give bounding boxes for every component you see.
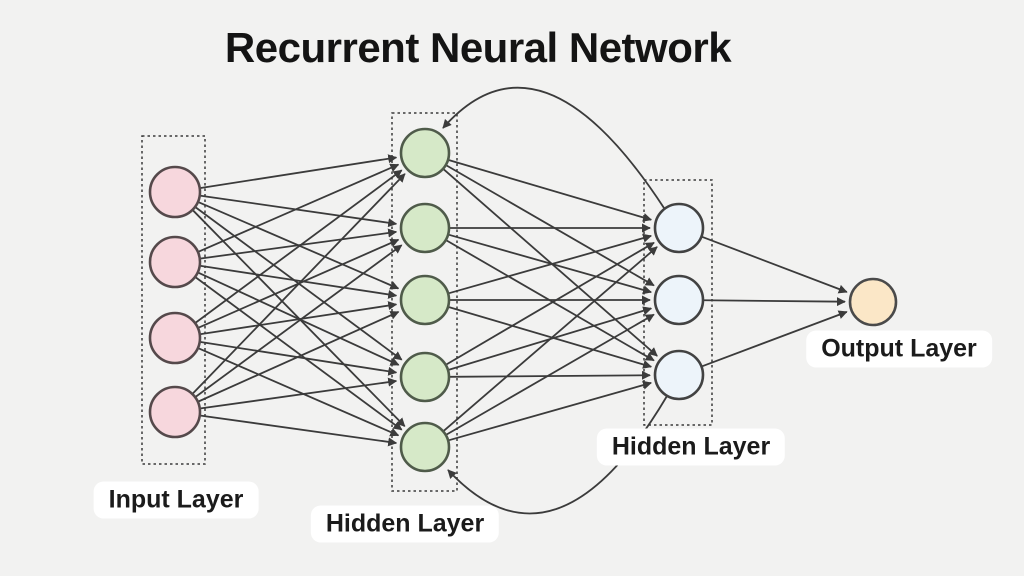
layer-box-hidden1: [391, 112, 458, 492]
connection-arrow: [702, 310, 848, 368]
node-hidden2-2: [653, 274, 705, 326]
node-hidden1-5: [399, 421, 451, 473]
connection-arrow: [195, 169, 403, 324]
node-hidden1-1: [399, 127, 451, 179]
connection-arrow: [448, 306, 653, 369]
label-hidden-layer-2: Hidden Layer: [596, 428, 786, 466]
connection-arrow: [198, 163, 400, 253]
connection-arrow: [198, 347, 400, 437]
layer-box-input: [141, 135, 206, 465]
connection-arrow: [703, 297, 846, 307]
connection-arrow: [200, 228, 398, 260]
connection-arrow: [446, 313, 655, 436]
connection-arrow: [702, 236, 848, 294]
connection-arrow: [448, 159, 653, 222]
connection-arrow: [200, 194, 398, 228]
connection-arrow: [192, 173, 406, 394]
node-hidden1-2: [399, 202, 451, 254]
node-input-2: [148, 235, 202, 289]
connection-arrow: [449, 370, 651, 380]
diagram-title: Recurrent Neural Network: [224, 24, 732, 71]
node-hidden1-3: [399, 274, 451, 326]
connection-arrow: [200, 414, 398, 447]
label-output-layer: Output Layer: [806, 330, 992, 368]
connection-arrow: [195, 276, 403, 431]
connection-arrow: [448, 380, 652, 442]
connection-arrow: [195, 244, 403, 398]
node-hidden2-3: [653, 349, 705, 401]
connection-arrow: [448, 233, 652, 295]
connection-arrow: [198, 311, 400, 403]
label-input-layer: Input Layer: [93, 481, 259, 519]
connection-arrow: [446, 241, 655, 366]
connection-arrow: [443, 246, 658, 432]
connection-arrow: [200, 265, 398, 299]
connection-arrow: [448, 233, 652, 295]
layer-box-hidden2: [643, 179, 713, 426]
connection-arrow: [446, 164, 655, 287]
node-hidden1-4: [399, 351, 451, 403]
node-input-3: [148, 311, 202, 365]
node-input-4: [148, 385, 202, 439]
label-hidden-layer-1: Hidden Layer: [310, 505, 500, 543]
node-hidden2-1: [653, 202, 705, 254]
node-output-1: [848, 277, 898, 327]
connection-arrow: [200, 154, 398, 189]
hidden2-to-hidden1-top: [442, 86, 665, 209]
connection-arrow: [200, 301, 398, 335]
node-input-1: [148, 165, 202, 219]
connection-arrow: [200, 377, 398, 410]
